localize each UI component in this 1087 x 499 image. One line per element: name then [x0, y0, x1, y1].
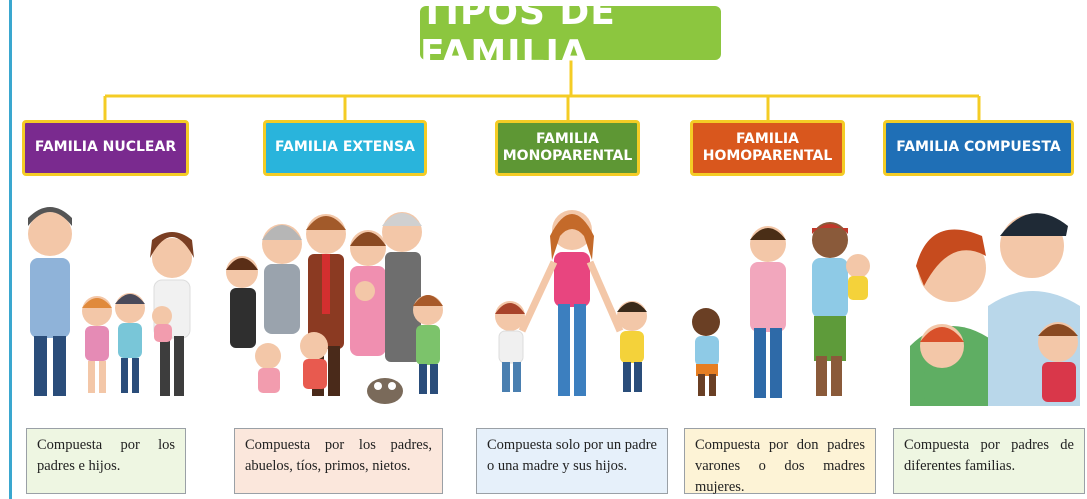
category-box-nuclear: FAMILIA NUCLEAR	[22, 120, 189, 176]
description-box-monoparental: Compuesta solo por un padre o una madre …	[476, 428, 668, 494]
same-sex-parents-family-illustration	[692, 222, 870, 398]
description-box-extensa: Compuesta por los padres, abuelos, tíos,…	[234, 428, 443, 494]
category-box-homoparental: FAMILIA HOMOPARENTAL	[690, 120, 845, 176]
description-box-compuesta: Compuesta por padres de diferentes famil…	[893, 428, 1085, 494]
blended-family-illustration	[910, 213, 1080, 406]
category-box-compuesta: FAMILIA COMPUESTA	[883, 120, 1074, 176]
side-accent-line	[9, 0, 12, 499]
description-box-homoparental: Compuesta por don padres varones o dos m…	[684, 428, 876, 495]
nuclear-family-illustration	[28, 207, 194, 396]
description-box-nuclear: Compuesta por los padres e hijos.	[26, 428, 186, 494]
extended-family-illustration	[226, 212, 443, 404]
category-box-extensa: FAMILIA EXTENSA	[263, 120, 427, 176]
single-parent-family-illustration	[495, 210, 647, 396]
category-box-monoparental: FAMILIA MONOPARENTAL	[495, 120, 640, 176]
diagram-title: TIPOS DE FAMILIA	[420, 0, 721, 74]
